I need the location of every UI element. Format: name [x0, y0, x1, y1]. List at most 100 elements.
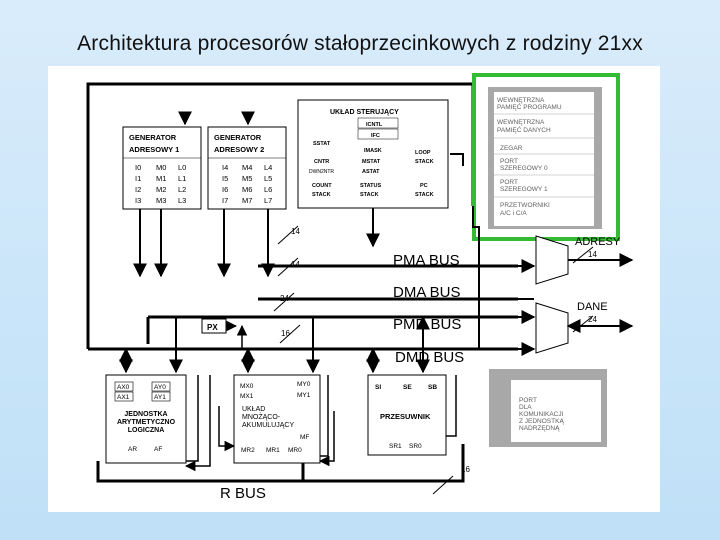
width-label-24b: 24 [588, 315, 597, 324]
slide-title: Architektura procesorów stałoprzecinkowy… [77, 32, 643, 55]
ctrl-icntl: ICNTL [366, 122, 383, 128]
width-label-24a: 24 [280, 294, 289, 303]
ctrl-loop-stack: STACK [415, 159, 434, 165]
shifter-block: SI SE SB PRZESUWNIK SR1 SR0 [367, 374, 447, 456]
alu-ar: AR [128, 446, 137, 453]
shifter-si: SI [375, 384, 381, 391]
mac-mf: MF [300, 434, 309, 441]
gen1-reg: L0 [178, 163, 186, 172]
dma-bus-label: DMA BUS [393, 284, 461, 301]
gen1-reg: L1 [178, 174, 186, 183]
ctrl-status: STATUS [360, 183, 382, 189]
port-label-2: DLA [519, 404, 532, 411]
px-register: PX [201, 318, 227, 334]
gen1-reg: L2 [178, 185, 186, 194]
gen2-reg: I6 [222, 185, 228, 194]
mac-mr1: MR1 [266, 447, 280, 454]
ctrl-loop: LOOP [415, 150, 431, 156]
mem-pp-2: PAMIĘĆ PROGRAMU [497, 102, 562, 111]
gen2-reg: M6 [242, 185, 252, 194]
mem-sport0-1: PORT [500, 158, 518, 165]
mac-mx1: MX1 [240, 393, 254, 400]
ctrl-imask: IMASK [364, 148, 382, 154]
shifter-title: PRZESUWNIK [380, 412, 431, 421]
r-bus-label: R BUS [220, 485, 266, 502]
architecture-diagram: PMA BUS DMA BUS PMD BUS DMD BUS R BUS 14… [48, 66, 660, 512]
ctrl-astat: ASTAT [362, 169, 380, 175]
memory-peripherals-block: WEWNĘTRZNA PAMIĘĆ PROGRAMU WEWNĘTRZNA PA… [472, 73, 620, 241]
gen1-reg: I3 [135, 196, 141, 205]
gen1-reg: M1 [156, 174, 166, 183]
mac-label-1: UKŁAD [242, 406, 265, 413]
alu-label-3: LOGICZNA [128, 427, 165, 434]
ctrl-sstat: SSTAT [313, 141, 331, 147]
mem-sport0-2: SZEREGOWY 0 [500, 165, 548, 172]
alu-block: AX0 AY0 AX1 AY1 JEDNOSTKA ARYTMETYCZNO L… [105, 374, 187, 464]
width-label-14c: 14 [588, 250, 597, 259]
mem-adc-2: A/C i C/A [500, 210, 527, 217]
dmd-bus-label: DMD BUS [395, 349, 464, 366]
ctrl-count: COUNT [312, 183, 332, 189]
alu-label-1: JEDNOSTKA [124, 411, 167, 418]
adresy-label: ADRESY [575, 236, 621, 248]
address-mux [535, 235, 569, 285]
port-label-4: Z JEDNOSTKĄ [519, 418, 564, 425]
gen2-reg: I5 [222, 174, 228, 183]
port-label-5: NADRZĘDNĄ [519, 425, 560, 432]
ctrl-ifc: IFC [371, 133, 380, 139]
ctrl-cntr: CNTR [314, 159, 329, 165]
alu-label-2: ARYTMETYCZNO [117, 419, 176, 426]
gen1-reg: M3 [156, 196, 166, 205]
data-mux [535, 302, 569, 354]
mem-pd-1: WEWNĘTRZNA [497, 119, 545, 126]
gen2-reg: M4 [242, 163, 252, 172]
mem-sport1-1: PORT [500, 179, 518, 186]
ctrl-status-stack: STACK [360, 192, 379, 198]
gen2-title-2: ADRESOWY 2 [214, 145, 264, 154]
alu-ax0: AX0 [117, 384, 130, 391]
gen2-reg: I4 [222, 163, 228, 172]
gen2-reg: I7 [222, 196, 228, 205]
mem-pp-1: WEWNĘTRZNA [497, 97, 545, 104]
pmd-bus-label: PMD BUS [393, 316, 461, 333]
alu-ax1: AX1 [117, 394, 130, 401]
gen2-reg: L7 [264, 196, 272, 205]
mem-pd-2: PAMIĘĆ DANYCH [497, 125, 551, 134]
gen2-reg: M7 [242, 196, 252, 205]
gen2-reg: L6 [264, 185, 272, 194]
ctrl-count-stack: STACK [312, 192, 331, 198]
gen1-title-1: GENERATOR [129, 133, 177, 142]
gen2-reg: L5 [264, 174, 272, 183]
gen2-title-1: GENERATOR [214, 133, 262, 142]
pmd-bus [146, 315, 518, 344]
shifter-sb: SB [428, 384, 437, 391]
mac-my0: MY0 [297, 381, 311, 388]
gen2-reg: L4 [264, 163, 272, 172]
alu-ay1: AY1 [154, 394, 166, 401]
gen1-reg: I0 [135, 163, 141, 172]
gen1-reg: M2 [156, 185, 166, 194]
address-generator-1: GENERATOR ADRESOWY 1 I0 M0 L0 I1 M1 L1 I… [122, 126, 202, 210]
mac-block: MX0 MY0 MX1 MY1 UKŁAD MNOŻĄCO- AKUMULUJĄ… [233, 374, 321, 464]
address-generator-2: GENERATOR ADRESOWY 2 I4 M4 L4 I5 M5 L5 I… [207, 126, 287, 210]
width-label-14b: 14 [291, 260, 300, 269]
shifter-sr1: SR1 [389, 443, 402, 450]
alu-ay0: AY0 [154, 384, 166, 391]
port-label-3: KOMUNIKACJI [519, 411, 564, 418]
ctrl-pc: PC [420, 183, 428, 189]
mac-label-2: MNOŻĄCO- [242, 412, 281, 421]
gen1-title-2: ADRESOWY 1 [129, 145, 179, 154]
ctrl-mstat: MSTAT [362, 159, 381, 165]
width-label-16a: 16 [281, 329, 290, 338]
pma-bus-label: PMA BUS [393, 252, 460, 269]
host-port-block: PORT DLA KOMUNIKACJI Z JEDNOSTKĄ NADRZĘD… [489, 369, 607, 447]
gen1-reg: M0 [156, 163, 166, 172]
mac-mx0: MX0 [240, 383, 254, 390]
ctrl-pc-stack: STACK [415, 192, 434, 198]
ctrl-title: UKŁAD STERUJĄCY [330, 109, 399, 116]
gen1-reg: L3 [178, 196, 186, 205]
mac-label-3: AKUMULUJĄCY [242, 422, 294, 429]
gen1-reg: I1 [135, 174, 141, 183]
width-label-16b: 16 [461, 465, 470, 474]
mem-clock: ZEGAR [500, 145, 523, 152]
